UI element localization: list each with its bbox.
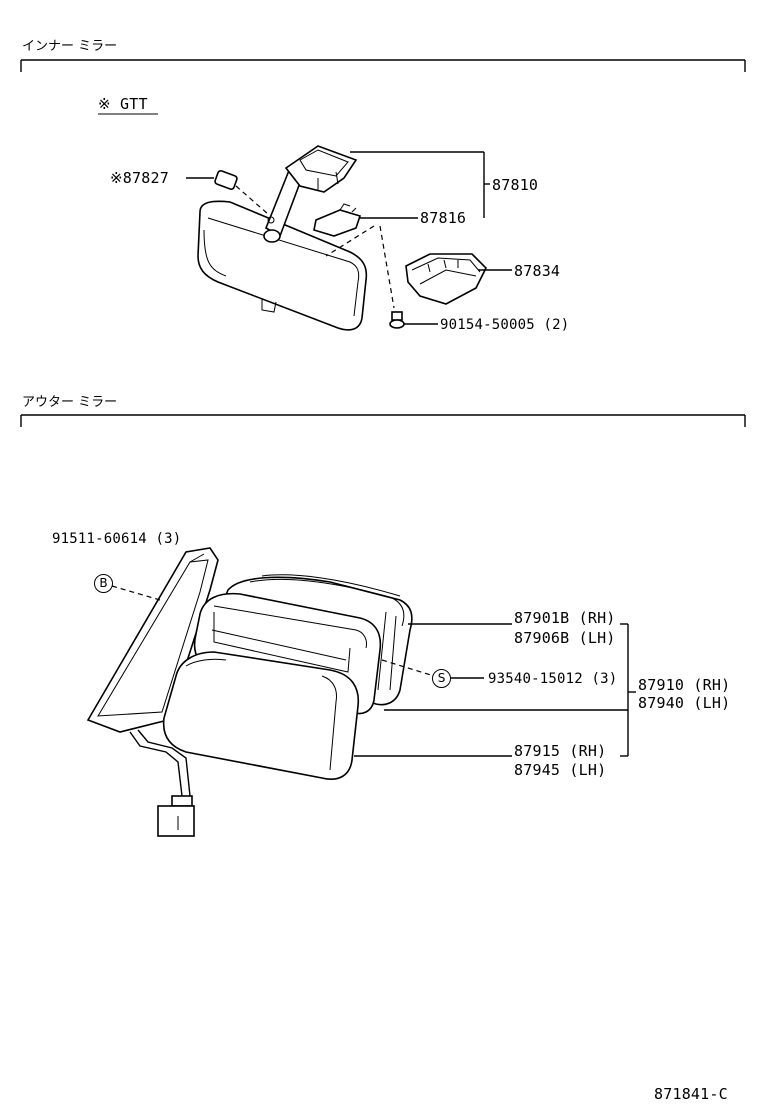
outer-mirror-glass <box>162 651 360 780</box>
inner-mirror-body <box>197 200 368 331</box>
part-label-87827[interactable]: ※87827 <box>110 169 169 187</box>
clip-87816 <box>313 203 362 237</box>
outer-mirror-base <box>86 547 219 733</box>
screw-90154 <box>389 311 405 329</box>
section-title-inner-mirror: インナー ミラー <box>22 39 118 54</box>
section-divider-inner <box>20 59 746 72</box>
part-label-87901b[interactable]: 87901B (RH) <box>514 609 616 627</box>
screw-symbol-s-text: S <box>437 671 446 685</box>
part-label-87834[interactable]: 87834 <box>514 262 561 280</box>
screw-symbol-s: S <box>432 669 451 688</box>
outer-leader-lines <box>111 585 636 757</box>
bolt-symbol-b: B <box>94 574 113 593</box>
inner-leader-lines <box>186 151 512 325</box>
cover-87834 <box>405 253 487 305</box>
part-label-90154-50005[interactable]: 90154-50005 (2) <box>440 317 570 333</box>
note-gtt: ※ GTT <box>98 95 148 113</box>
part-label-87910[interactable]: 87910 (RH) <box>638 676 731 694</box>
part-label-93540-15012[interactable]: 93540-15012 (3) <box>488 671 618 687</box>
part-label-87915[interactable]: 87915 (RH) <box>514 742 607 760</box>
bolt-symbol-b-text: B <box>99 576 108 590</box>
bulb-87827 <box>214 170 238 190</box>
part-label-87945[interactable]: 87945 (LH) <box>514 761 607 779</box>
part-label-87940[interactable]: 87940 (LH) <box>638 694 731 712</box>
part-label-87816[interactable]: 87816 <box>420 209 467 227</box>
mirror-mount-87810 <box>284 145 358 193</box>
section-title-outer-mirror: アウター ミラー <box>22 395 118 410</box>
part-label-87810[interactable]: 87810 <box>492 176 539 194</box>
part-label-87906b[interactable]: 87906B (LH) <box>514 629 616 647</box>
diagram-code: 871841-C <box>654 1085 728 1103</box>
outer-mirror-harness <box>129 729 195 837</box>
section-divider-outer <box>20 414 746 427</box>
part-label-91511-60614[interactable]: 91511-60614 (3) <box>52 531 182 547</box>
